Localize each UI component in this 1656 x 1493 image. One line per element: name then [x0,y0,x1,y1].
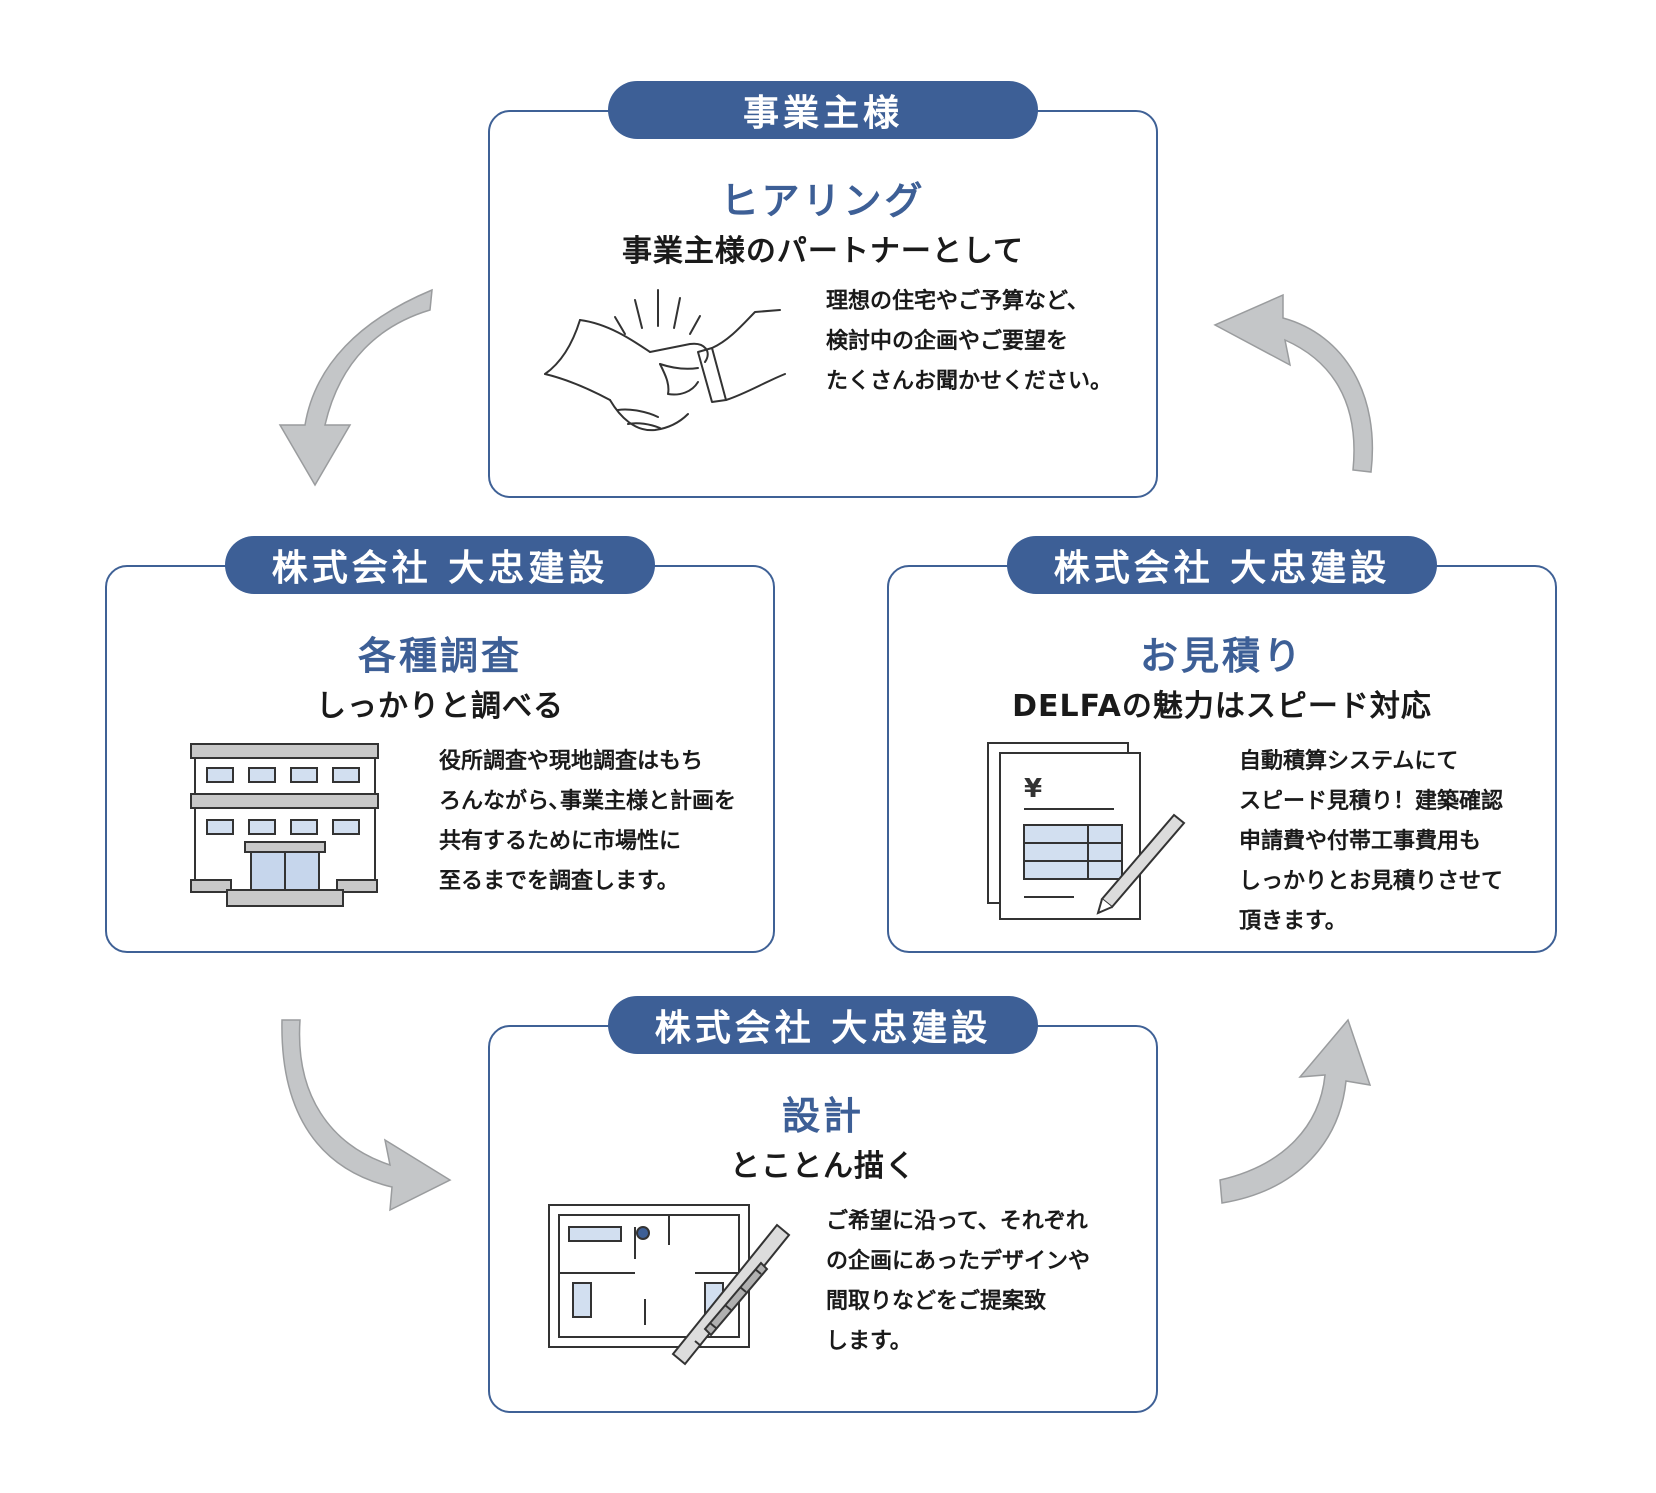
step-title: ヒアリング [720,179,926,223]
body-line: スピード見積り！建築確認 [1239,789,1504,814]
step-subtitle: 事業主様のパートナーとして [621,234,1025,269]
arrow-top-left-icon [278,288,433,487]
step-body: 役所調査や現地調査はもち ろんながら､事業主様と計画を 共有するために市場性に … [439,742,736,902]
body-line: 検討中の企画やご要望を [826,329,1069,354]
body-line: します。 [826,1329,912,1354]
step-body: 自動積算システムにて スピード見積り！建築確認 申請費や付帯工事費用も しっかり… [1239,742,1503,942]
step-tag: 事業主様 [608,81,1038,139]
estimate-document-icon: ¥ [987,742,1186,920]
step-title: 各種調査 [357,634,522,678]
body-line: ろんながら､事業主様と計画を [439,789,737,814]
yen-symbol: ¥ [1024,774,1042,804]
body-line: 頂きます。 [1239,909,1347,934]
step-body: ご希望に沿って、それぞれ の企画にあったデザインや 間取りなどをご提案致 します… [826,1202,1090,1362]
step-tag: 株式会社 大忠建設 [225,536,655,594]
step-title: 設計 [781,1094,864,1138]
body-line: しっかりとお見積りさせて [1239,869,1504,894]
building-icon [190,743,379,907]
body-line: 間取りなどをご提案致 [826,1289,1047,1314]
step-card-survey: 株式会社 大忠建設 各種調査 しっかりと調べる 役所調査や現地調査はもち ろんな… [105,536,775,953]
step-body: 理想の住宅やご予算など、 検討中の企画やご要望を たくさんお聞かせください。 [826,282,1112,402]
body-line: 理想の住宅やご予算など、 [826,289,1089,314]
body-line: の企画にあったデザインや [826,1249,1091,1274]
handshake-icon [544,289,786,432]
step-subtitle: とことん描く [730,1149,916,1184]
floor-plan-icon [548,1204,791,1366]
step-card-estimate: 株式会社 大忠建設 お見積り DELFAの魅力はスピード対応 ¥ 自動積算システ… [887,536,1557,953]
arrow-top-right-icon [1213,293,1374,473]
step-card-hearing: 事業主様 ヒアリング 事業主様のパートナーとして 理想の住宅やご予算など、 検討… [488,81,1158,498]
body-line: たくさんお聞かせください。 [826,369,1113,394]
body-line: 役所調査や現地調査はもち [439,749,704,774]
body-line: 共有するために市場性に [439,829,682,854]
step-subtitle: DELFAの魅力はスピード対応 [1012,689,1432,724]
arrow-bottom-right-icon [1219,1018,1372,1204]
body-line: 申請費や付帯工事費用も [1239,829,1482,854]
body-line: ご希望に沿って、それぞれ [826,1209,1088,1234]
step-tag: 株式会社 大忠建設 [608,996,1038,1054]
step-tag: 株式会社 大忠建設 [1007,536,1437,594]
body-line: 至るまでを調査します。 [439,869,679,894]
arrow-bottom-left-icon [281,1019,452,1212]
body-line: 自動積算システムにて [1239,749,1459,774]
step-subtitle: しっかりと調べる [316,689,564,724]
step-title: お見積り [1139,634,1304,678]
step-card-design: 株式会社 大忠建設 設計 とことん描く ご希望に沿って、それぞれ の企画にあった… [488,996,1158,1413]
